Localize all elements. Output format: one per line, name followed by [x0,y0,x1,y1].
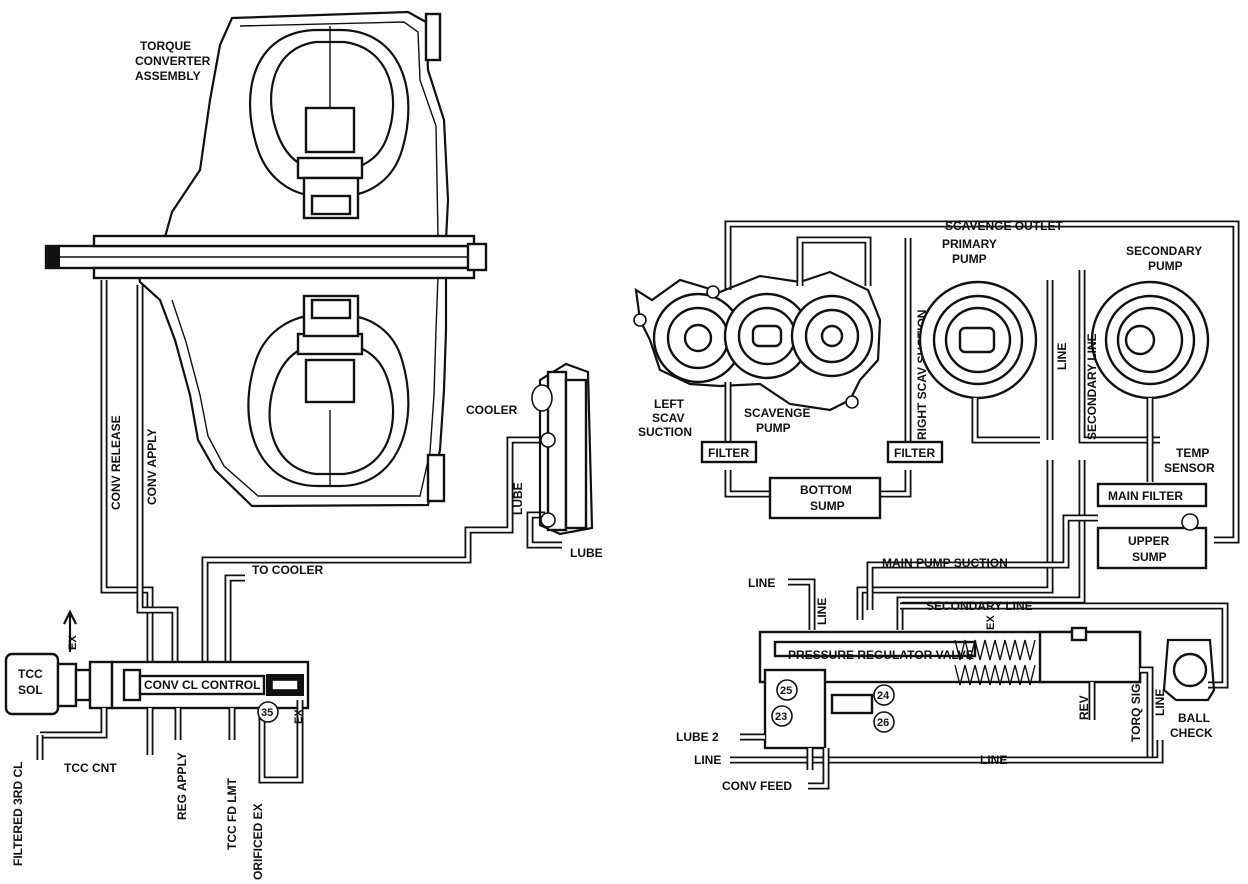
orificed-ex-label: ORIFICED EX [251,803,265,880]
converter-label-1: TORQUE [140,39,191,53]
converter-label-3: ASSEMBLY [135,69,201,83]
regulator-line-right-label: LINE [1153,689,1167,716]
tcc-cnt-label: TCC CNT [64,761,117,775]
cooler-label: COOLER [466,403,518,417]
scavenge-pump-label-2: PUMP [756,421,791,435]
pressure-regulator-valve [758,626,1142,750]
bottom-sump-label-1: BOTTOM [800,483,852,497]
scavenge-pump-assembly [633,270,882,412]
ball-check [1162,638,1216,702]
to-cooler-passage [201,436,545,665]
ball-check-label-2: CHECK [1170,726,1213,740]
left-scav-label-1: LEFT [654,397,685,411]
primary-pump-label-2: PUMP [952,252,987,266]
filter-left-label: FILTER [708,446,749,460]
reg-apply-label: REG APPLY [175,752,189,820]
filter-right [886,440,944,464]
scavenge-pump-label-1: SCAVENGE [744,406,810,420]
temp-sensor-label-1: TEMP [1176,446,1209,460]
tcc-ex-label: EX [67,635,79,650]
to-cooler-label: TO COOLER [252,563,323,577]
main-filter-label: MAIN FILTER [1108,489,1183,503]
lube2-label: LUBE 2 [676,730,719,744]
rev-label: REV [1077,695,1091,720]
ball-check-label-1: BALL [1178,711,1210,725]
conv-release-label: CONV RELEASE [109,415,123,510]
tcc-ex-right-label: EX [293,709,305,724]
conv-cl-control-valve [110,660,310,710]
upper-sump [1096,526,1208,570]
temp-sensor-label-2: SENSOR [1164,461,1215,475]
main-filter [1096,482,1208,508]
secondary-pump [1090,280,1210,400]
scavenge-outlet-label: SCAVENGE OUTLET [945,219,1063,233]
bottom-sump [768,476,882,520]
left-scav-label-3: SUCTION [638,425,692,439]
orifice-24: 24 [877,690,890,702]
conv-apply-label: CONV APPLY [145,429,159,505]
line-vertical-label: LINE [815,598,829,625]
tcc-orifice-35: 35 [261,707,273,719]
line-left-label: LINE [694,753,721,767]
primary-pump [918,280,1038,400]
regulator-ex-label: EX [985,615,997,630]
line-top-label: LINE [748,576,775,590]
line-bottom-label: LINE [980,753,1007,767]
secondary-line-label-vertical: SECONDARY LINE [1085,333,1099,440]
conv-feed-label: CONV FEED [722,779,792,793]
tcc-solenoid [4,652,114,716]
filter-left [700,440,758,464]
upper-sump-label-2: SUMP [1132,550,1167,564]
upper-sump-label-1: UPPER [1128,534,1170,548]
filtered-3rd-cl-label: FILTERED 3RD CL [11,762,25,866]
tcc-sol-label-2: SOL [18,683,43,697]
bottom-sump-label-2: SUMP [810,499,845,513]
orifice-25: 25 [780,685,792,697]
torq-sig-label: TORQ SIG [1129,684,1143,742]
orifice-23: 23 [775,711,787,723]
cooler [531,362,594,536]
tcc-fd-lmt-label: TCC FD LMT [225,777,239,850]
pressure-regulator-label: PRESSURE REGULATOR VALVE [788,648,974,662]
filter-right-label: FILTER [894,446,935,460]
pump-line-label-vertical: LINE [1055,343,1069,370]
lube-label-horizontal: LUBE [570,546,603,560]
orifice-26: 26 [877,717,889,729]
converter-label-2: CONVERTER [135,54,211,68]
tcc-sol-label-1: TCC [18,667,43,681]
secondary-pump-label-2: PUMP [1148,259,1183,273]
secondary-pump-label-1: SECONDARY [1126,244,1202,258]
primary-pump-label-1: PRIMARY [942,237,997,251]
secondary-line-label: SECONDARY LINE [926,599,1033,613]
torque-converter-assembly [44,10,488,508]
conv-cl-control-label: CONV CL CONTROL [144,678,260,692]
main-pump-suction-label: MAIN PUMP SUCTION [882,556,1008,570]
lube-label-vertical: LUBE [511,482,525,515]
left-scav-label-2: SCAV [652,411,684,425]
